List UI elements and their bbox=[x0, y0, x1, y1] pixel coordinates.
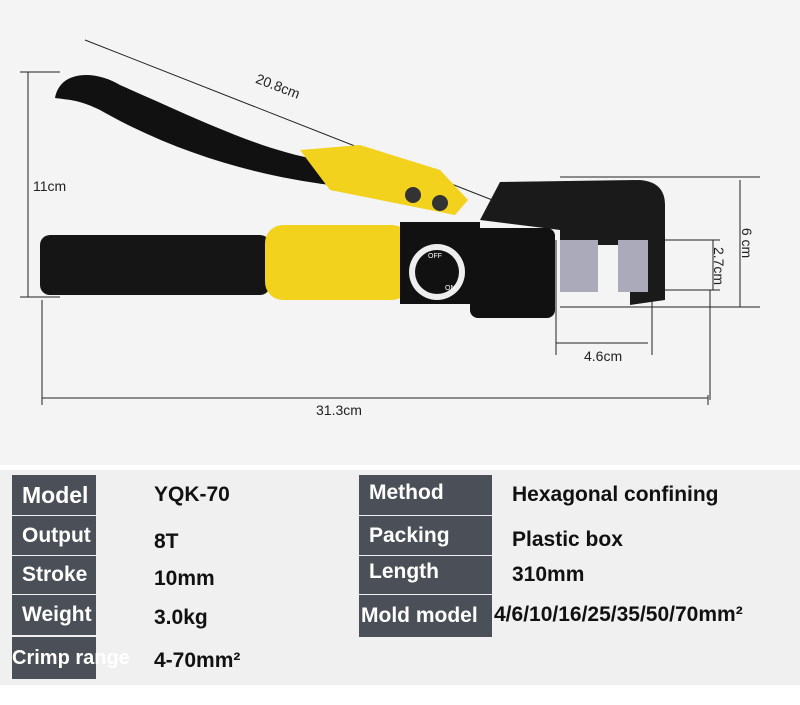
spec-value-method: Hexagonal confining bbox=[512, 483, 719, 506]
spec-value-weight: 3.0kg bbox=[154, 606, 208, 629]
jaw-width-label: 4.6cm bbox=[584, 348, 623, 364]
jaw-gap-label: 2.7cm bbox=[711, 246, 728, 286]
spec-table: Model YQK-70 Output 8T Stroke 10mm Weigh… bbox=[0, 470, 800, 685]
spec-label-method: Method bbox=[359, 475, 492, 515]
spec-value-model: YQK-70 bbox=[154, 483, 230, 506]
spec-label-output: Output bbox=[12, 516, 96, 555]
spec-label-mold-model: Mold model bbox=[359, 595, 492, 637]
height-label: 11cm bbox=[33, 178, 67, 194]
spec-label-stroke: Stroke bbox=[12, 556, 96, 594]
spec-label-crimp-range: Crimp range bbox=[12, 637, 130, 679]
hydraulic-crimper-illustration: OFF ON bbox=[20, 39, 760, 405]
spec-value-stroke: 10mm bbox=[154, 567, 215, 590]
total-length-label: 31.3cm bbox=[316, 402, 362, 418]
spec-value-length: 310mm bbox=[512, 563, 585, 586]
head-height-label: 6 cm bbox=[739, 227, 756, 259]
spec-value-output: 8T bbox=[154, 529, 179, 553]
spec-label-weight: Weight bbox=[12, 595, 96, 635]
spec-value-packing: Plastic box bbox=[512, 527, 623, 551]
spec-label-model: Model bbox=[12, 475, 96, 515]
spec-value-mold-model: 4/6/10/16/25/35/50/70mm² bbox=[494, 603, 743, 626]
spec-value-crimp-range: 4-70mm² bbox=[154, 649, 241, 672]
dial-off-label: OFF bbox=[428, 253, 442, 260]
dial-on-label: ON bbox=[445, 285, 456, 292]
spec-label-packing: Packing bbox=[359, 516, 492, 555]
product-photo: OFF ON 20.8cm 11cm 6 cm 2.7cm 4.6cm 31.3… bbox=[0, 0, 800, 465]
spec-label-length: Length bbox=[359, 556, 492, 594]
